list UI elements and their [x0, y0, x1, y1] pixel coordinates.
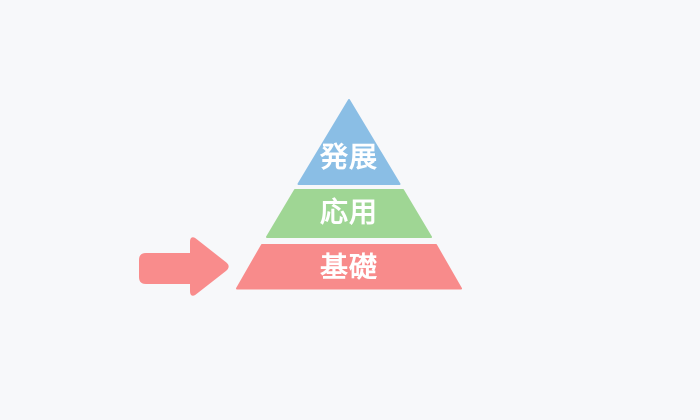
pyramid-level-top: [297, 99, 401, 185]
pyramid-level-middle: [266, 189, 432, 238]
pyramid-level-base: [236, 244, 462, 290]
pyramid-level-top-label: 発展: [319, 142, 378, 173]
pyramid-level-middle-label: 応用: [320, 196, 378, 228]
arrow-right-icon: [139, 237, 229, 296]
pyramid-level-base-label: 基礎: [320, 252, 378, 283]
